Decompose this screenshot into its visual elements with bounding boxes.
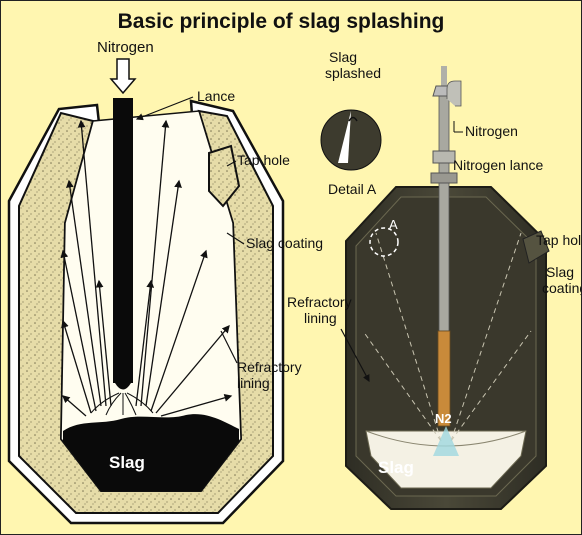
right-nitrogen-label: Nitrogen bbox=[465, 123, 518, 139]
right-refractory-label-2: lining bbox=[304, 310, 337, 326]
right-slag-coating-label-1: Slag bbox=[546, 264, 574, 280]
right-slag-splashed-label-2: splashed bbox=[325, 65, 381, 81]
left-tap-hole-label: Tap hole bbox=[237, 152, 290, 168]
right-slag-splashed-label-1: Slag bbox=[329, 49, 357, 65]
left-nitrogen-arrow bbox=[111, 59, 135, 93]
left-slag-label: Slag bbox=[109, 453, 145, 472]
left-slag-coating-label: Slag coating bbox=[246, 235, 323, 251]
left-lance-label: Lance bbox=[197, 88, 235, 104]
right-n2-label: N2 bbox=[435, 411, 452, 426]
left-refractory-label-1: Refractory bbox=[237, 359, 302, 375]
right-detail-a-label: Detail A bbox=[328, 181, 377, 197]
right-nitrogen-lance-label: Nitrogen lance bbox=[453, 157, 543, 173]
left-nitrogen-label: Nitrogen bbox=[97, 39, 154, 56]
right-marker-a: A bbox=[389, 217, 398, 232]
right-lance bbox=[439, 91, 449, 331]
right-refractory-label-1: Refractory bbox=[287, 294, 352, 310]
right-lance-collar bbox=[433, 151, 455, 163]
left-lance bbox=[113, 98, 133, 383]
left-converter bbox=[9, 59, 283, 523]
right-slag-coating-label-2: coating bbox=[542, 280, 581, 296]
right-slag-label: Slag bbox=[378, 458, 414, 477]
diagram-title: Basic principle of slag splashing bbox=[118, 10, 445, 33]
left-refractory-label-2: lining bbox=[237, 375, 270, 391]
right-tap-hole-label: Tap hole bbox=[536, 232, 581, 248]
